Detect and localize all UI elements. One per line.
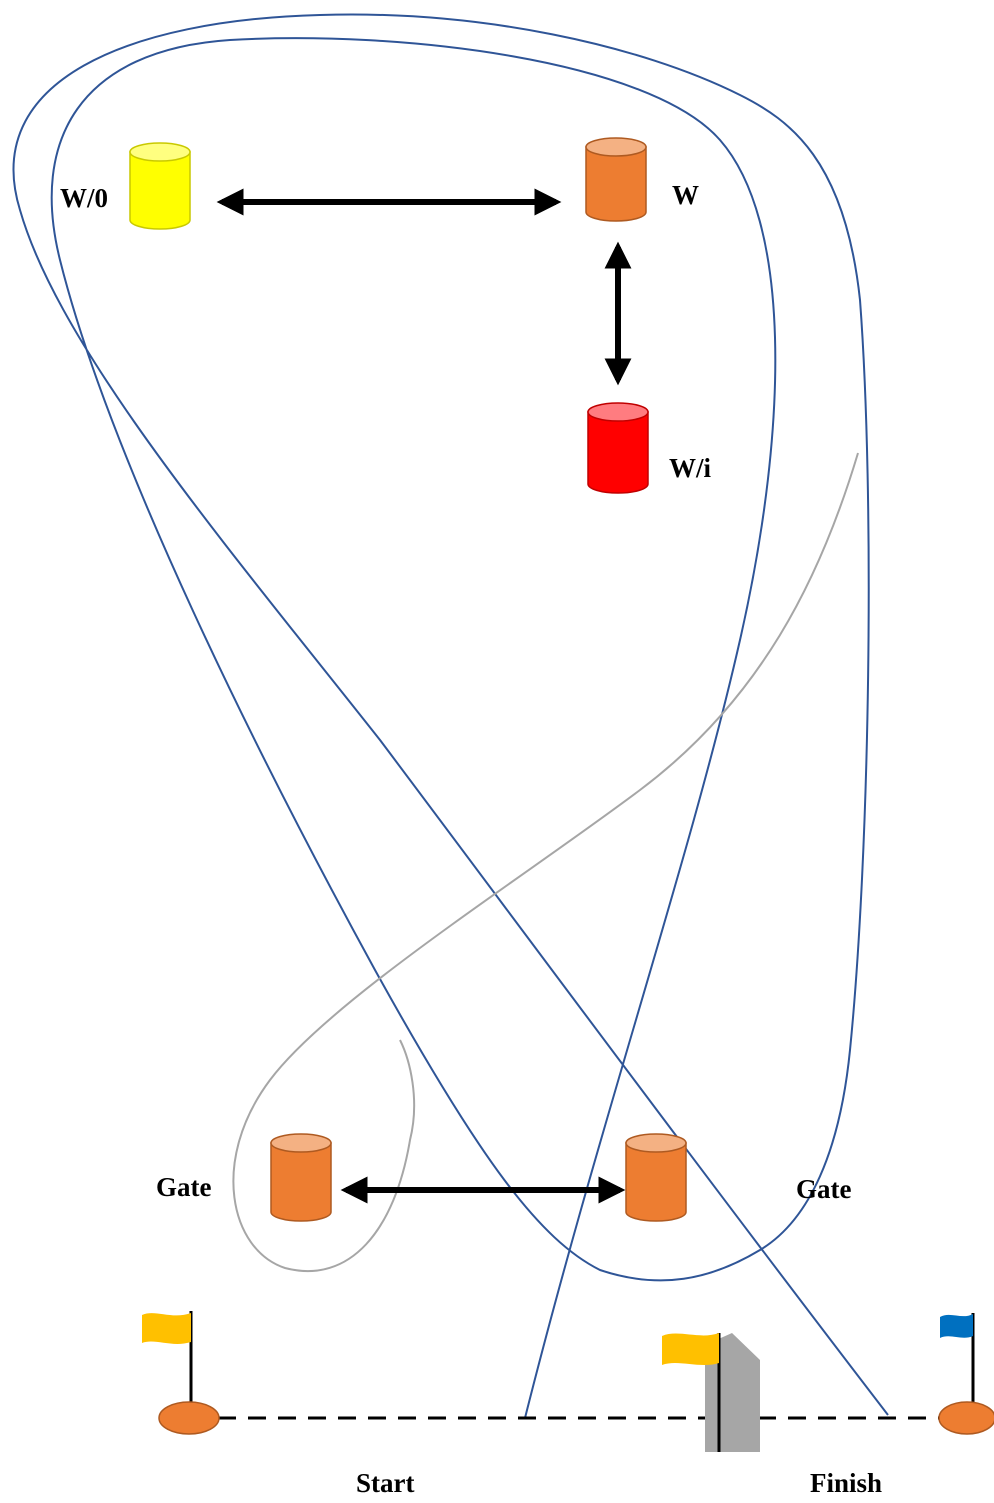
label-gate-left: Gate [156, 1172, 212, 1202]
finish-flag [662, 1333, 721, 1452]
mark-wi-cylinder [587, 402, 649, 494]
label-w0: W/0 [60, 183, 109, 213]
label-w: W [672, 180, 699, 210]
gate-right-cylinder [625, 1133, 687, 1222]
course-line-1 [12, 13, 889, 1419]
label-gate-right: Gate [796, 1174, 852, 1204]
mark-w-cylinder [585, 137, 647, 222]
start-pin-buoy [142, 1311, 220, 1435]
label-wi: W/i [669, 453, 712, 483]
label-start: Start [356, 1468, 415, 1498]
label-finish: Finish [810, 1468, 883, 1498]
finish-pin-buoy [938, 1313, 994, 1435]
gate-left-cylinder [270, 1133, 332, 1222]
mark-w0-cylinder [129, 142, 191, 230]
gray-course-line [232, 452, 859, 1273]
